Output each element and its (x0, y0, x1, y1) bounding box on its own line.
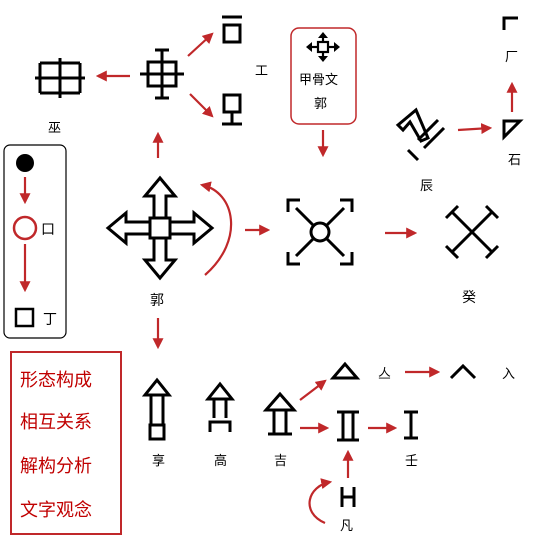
wu-label: 巫 (48, 121, 61, 136)
gong-glyph-bottom (222, 93, 242, 126)
ru-label: 入 (502, 367, 515, 382)
shi-label: 石 (508, 153, 521, 168)
gao-label: 高 (214, 453, 227, 469)
kou-label: 口 (41, 222, 55, 238)
gui-glyph (444, 204, 500, 260)
method-item-4: 文字观念 (20, 499, 92, 521)
ji-label: 亼 (378, 367, 391, 382)
method-item-3: 解构分析 (20, 456, 92, 477)
jiaguwen-box (290, 27, 357, 125)
rotated-guo-glyph (286, 198, 354, 266)
wu-glyph (35, 58, 85, 98)
arrow-to-gong-bottom (189, 93, 214, 118)
rotation-arc (199, 181, 233, 276)
fan-label: 凡 (340, 519, 353, 534)
jiaguwen-label: 甲骨文 (299, 73, 338, 88)
ren-glyph (404, 410, 418, 440)
gui-label: 癸 (462, 290, 476, 306)
method-item-1: 形态构成 (20, 370, 92, 391)
chen-label: 辰 (420, 179, 433, 194)
guo-center-label: 郭 (150, 292, 164, 309)
evolution-box (3, 144, 67, 339)
chang-glyph (502, 16, 518, 30)
gong-glyph-top (222, 15, 242, 44)
fan-rotation-arc (308, 478, 333, 525)
xiang-glyph (141, 377, 173, 441)
gao-glyph (204, 381, 236, 432)
gong-label: 工 (255, 64, 268, 79)
shi-glyph (502, 119, 524, 141)
chang-label: 厂 (505, 50, 518, 65)
circle-glyph (12, 215, 38, 241)
ru-glyph (449, 363, 477, 380)
jie-label: 吉 (274, 454, 287, 469)
guo-top-label: 郭 (314, 96, 327, 112)
method-item-2: 相互关系 (20, 412, 92, 433)
method-box (10, 351, 122, 535)
xiang-label: 享 (152, 453, 165, 469)
arrow-to-gong-top (187, 32, 214, 57)
ding-label: 丁 (43, 312, 57, 328)
square-glyph (14, 307, 35, 328)
ren-label: 壬 (405, 454, 418, 469)
jie-glyph (262, 391, 298, 436)
dot-glyph (16, 154, 34, 172)
ji-glyph (329, 361, 361, 380)
arrow-to-shi (457, 123, 493, 135)
pillar-glyph (337, 410, 359, 442)
chen-glyph (395, 107, 446, 162)
guo-small-glyph (140, 48, 184, 100)
fan-glyph (340, 487, 356, 507)
arrow-jie-to-ji (299, 379, 327, 401)
jiaguwen-guo-glyph (306, 32, 340, 62)
guo-center-glyph (105, 175, 215, 281)
